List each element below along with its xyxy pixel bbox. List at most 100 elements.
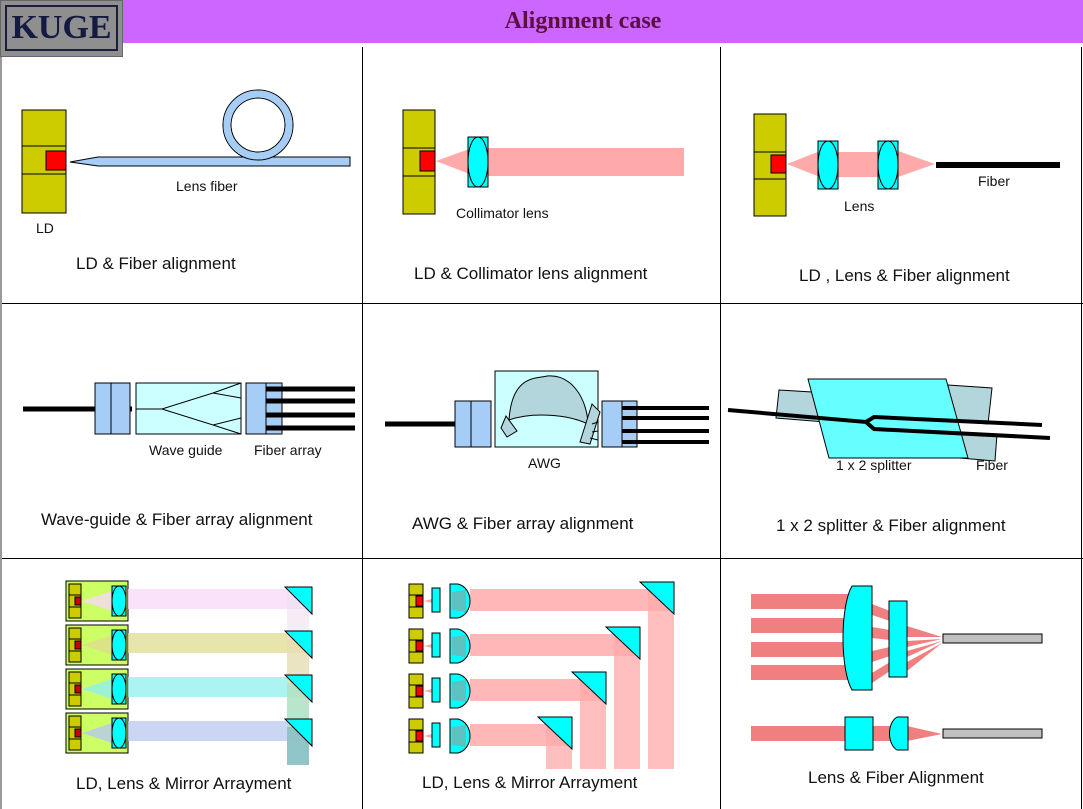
input-holder	[454, 400, 492, 448]
single-beam-out	[907, 726, 942, 741]
cell-ld-lens-fiber: Lens Fiber LD , Lens & Fiber alignment	[720, 47, 1081, 303]
plano-convex-lens	[889, 716, 909, 751]
beam-horizontal-4	[470, 724, 571, 746]
cell-waveguide-fiber-array: Wave guide Fiber array Wave-guide & Fibe…	[0, 304, 362, 558]
mirror-2	[604, 626, 641, 661]
diverging-beam	[436, 148, 472, 175]
lens-fiber-diagram	[751, 585, 1043, 751]
caption-awg-fiber-array: AWG & Fiber array alignment	[412, 514, 634, 533]
small-lens	[431, 587, 441, 613]
lens-beam-overlay	[452, 725, 466, 747]
mirror-1	[638, 581, 675, 616]
grid-divider-v3	[1081, 47, 1082, 809]
beam-small	[424, 689, 432, 693]
beam-horizontal-1	[470, 589, 673, 611]
lens-beam-overlay	[452, 680, 466, 702]
splitter-diagram	[727, 378, 1051, 462]
fiber-array	[245, 382, 355, 435]
collimated-beam-2	[128, 633, 312, 653]
ld-emitter	[415, 685, 424, 697]
beam-in	[787, 151, 820, 177]
label-fiber-array: Fiber array	[254, 442, 322, 458]
lens-shape	[111, 585, 127, 617]
splitter-waveguide	[727, 408, 1051, 440]
beam-small	[424, 734, 432, 738]
logo: KUGE	[0, 0, 123, 57]
beam-vertical-1	[648, 589, 674, 769]
lens-shape	[111, 673, 127, 705]
lens-shape	[111, 629, 127, 661]
grid-divider-h1	[2, 303, 1083, 304]
diverging-beam	[82, 723, 112, 743]
ld-emitter	[415, 640, 424, 652]
diverging-beam	[82, 591, 112, 611]
caption-ld-collimator: LD & Collimator lens alignment	[414, 264, 648, 283]
ld-lens-fiber-diagram	[753, 113, 1060, 217]
laser-diode	[753, 113, 787, 217]
collimated-beam-4	[128, 721, 312, 741]
emitter-chain-4	[408, 718, 471, 754]
cell-awg-fiber-array: AWG AWG & Fiber array alignment	[362, 304, 720, 558]
logo-frame: KUGE	[5, 5, 118, 51]
ld-emitter	[74, 728, 82, 738]
input-beams	[751, 594, 851, 680]
grid-divider-v2	[720, 47, 721, 809]
caption-waveguide-fiber-array: Wave-guide & Fiber array alignment	[41, 510, 313, 529]
beam-horizontal-2	[470, 634, 639, 656]
lens-beam-overlay	[452, 590, 466, 612]
beam-small	[424, 644, 432, 648]
label-lens-fiber: Lens fiber	[176, 178, 238, 194]
label-awg: AWG	[528, 455, 561, 471]
caption-mirror-arrayment-2: LD, Lens & Mirror Arrayment	[422, 773, 638, 792]
awg-chip	[494, 370, 601, 448]
lens-2	[877, 140, 899, 190]
mirror-arrayment-2-diagram	[408, 581, 675, 769]
cell-mirror-arrayment-1: LD, Lens & Mirror Arrayment	[0, 559, 362, 809]
emitter-chain-2	[408, 628, 471, 664]
diverging-beam	[82, 635, 112, 655]
collimated-beam-1	[128, 589, 312, 609]
beam-mid	[838, 152, 880, 177]
mirror-2	[283, 630, 313, 660]
emitter-module-3	[65, 668, 129, 710]
beam-horizontal-3	[470, 679, 605, 701]
small-lens	[431, 632, 441, 658]
label-fiber: Fiber	[978, 173, 1010, 189]
collimated-beam-3	[128, 677, 312, 697]
left-border	[0, 57, 2, 809]
wave-guide-chip	[135, 382, 242, 435]
ld-emitter	[415, 595, 424, 607]
emitter-chain-3	[408, 673, 471, 709]
lens-fiber	[69, 89, 351, 167]
laser-diode	[402, 109, 436, 215]
cell-lens-fiber: Lens & Fiber Alignment	[720, 559, 1081, 809]
label-fiber: Fiber	[976, 457, 1008, 473]
ld-emitter	[74, 684, 82, 694]
single-beam-mid	[872, 726, 890, 741]
lens-shape	[111, 717, 127, 749]
caption-lens-fiber: Lens & Fiber Alignment	[808, 768, 984, 787]
mirror-4	[536, 716, 573, 751]
mirror-3	[283, 674, 313, 704]
laser-diode	[21, 109, 67, 214]
caption-splitter-fiber: 1 x 2 splitter & Fiber alignment	[776, 516, 1006, 535]
grid-divider-v1	[362, 47, 363, 809]
lens-beam-overlay	[452, 635, 466, 657]
mirror-1	[283, 586, 313, 616]
emitter-chain-1	[408, 583, 471, 619]
grid-divider-h2	[2, 558, 1083, 559]
ld-collimator-diagram	[402, 109, 684, 215]
label-collimator-lens: Collimator lens	[456, 205, 549, 221]
single-beam-in	[751, 726, 846, 741]
fiber-array	[601, 400, 709, 448]
page-title: Alignment case	[504, 8, 662, 34]
ld-emitter	[74, 596, 82, 606]
beam-vertical-2	[614, 634, 640, 769]
input-holder	[94, 382, 131, 435]
output-fiber-2	[942, 728, 1043, 739]
lens-1	[817, 140, 839, 190]
mirror-3	[570, 671, 607, 706]
emitter-module-1	[65, 580, 129, 622]
emitter-module-4	[65, 712, 129, 754]
header-bar	[0, 0, 1083, 43]
